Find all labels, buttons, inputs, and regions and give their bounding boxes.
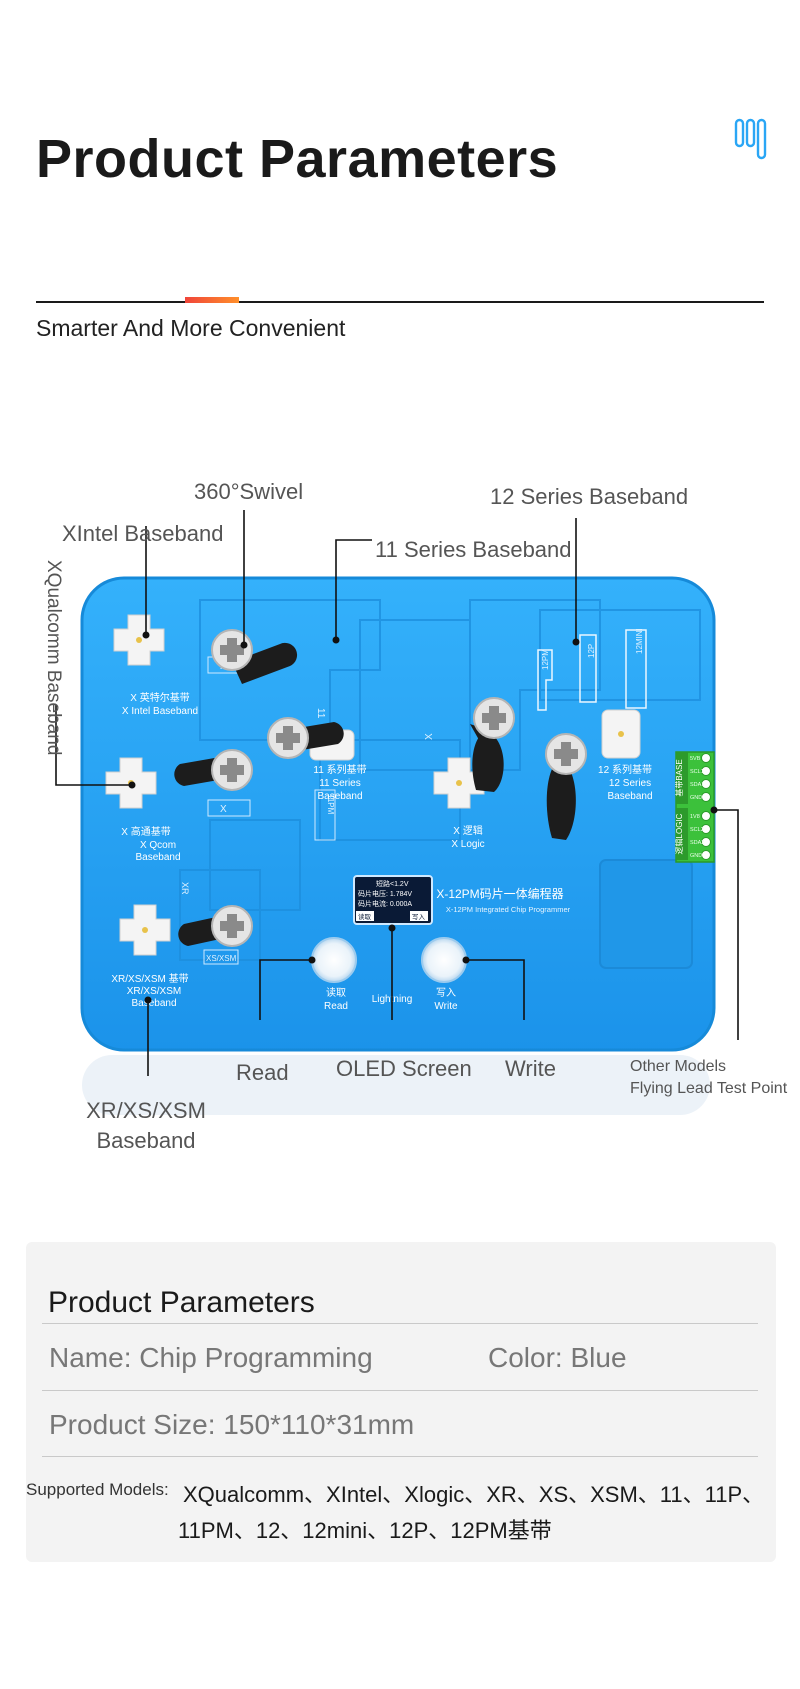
callout-read: Read	[236, 1060, 289, 1085]
oled-button-write: 写入	[412, 913, 426, 921]
board-label-12-cn: 12 系列基带	[598, 763, 652, 776]
connector-base-label: 基带BASE	[674, 759, 684, 796]
board-label-11-cn: 11 系列基带	[313, 763, 366, 776]
oled-line3: 码片电流: 0.000A	[358, 899, 412, 908]
callout-11-series-baseband: 11 Series Baseband	[375, 537, 572, 562]
board-label-xrxs-en2: Baseband	[131, 998, 176, 1009]
board-label-12-en: 12 Series	[609, 778, 651, 789]
board-label-xrxs-en: XR/XS/XSM	[127, 986, 181, 997]
pin-label: SDA2	[690, 840, 704, 846]
pin-label: 1V8	[690, 814, 700, 820]
pin-label: GND	[690, 853, 702, 859]
param-color: Color: Blue	[488, 1342, 627, 1373]
callout-other-models: Other Models Flying Lead Test Point	[630, 1056, 787, 1100]
param-models-label: Supported Models:	[26, 1480, 169, 1499]
board-write-cn: 写入	[436, 987, 456, 999]
callout-xintel-baseband: XIntel Baseband	[62, 521, 224, 546]
callout-write: Write	[505, 1056, 556, 1081]
board-label-xrxs-cn: XR/XS/XSM 基带	[111, 972, 188, 985]
pocket-label-12p: 12P	[587, 644, 596, 658]
pocket-label-x2: X	[220, 804, 227, 815]
board-read-button	[311, 937, 357, 983]
pin-label: GND	[690, 795, 702, 801]
pocket-label-12pm: 12PM	[541, 649, 550, 670]
board-label-11-en: 11 Series	[319, 778, 361, 789]
param-name: Name: Chip Programming	[49, 1342, 373, 1373]
callout-other-models-line2: Flying Lead Test Point	[630, 1080, 788, 1097]
parameters-divider	[42, 1390, 758, 1391]
board-label-x-qcom-cn: X 高通基带	[121, 825, 170, 838]
parameters-card	[26, 1242, 776, 1562]
callout-xqualcomm-baseband: XQualcomm Baseband	[43, 560, 64, 756]
callout-oled-screen: OLED Screen	[336, 1056, 472, 1081]
oled-line2: 码片电压: 1.784V	[358, 889, 412, 898]
board-brand-cn: X-12PM码片一体编程器	[436, 886, 563, 901]
oled-button-read: 读取	[358, 912, 372, 921]
board-label-x-intel-en: X Intel Baseband	[122, 706, 198, 717]
board-label-11-en2: Baseband	[317, 791, 362, 802]
pin-label: SCL2	[690, 827, 704, 833]
param-models-line1: XQualcomm、XIntel、Xlogic、XR、XS、XSM、11、11P…	[183, 1482, 765, 1507]
callout-12-series-baseband: 12 Series Baseband	[490, 484, 689, 509]
pocket-label-x3: X	[424, 733, 435, 740]
connector-logic-label: 逻辑LOGIC	[674, 813, 684, 854]
pocket-label-xsxsm: XS/XSM	[206, 954, 237, 963]
board-label-x-intel-cn: X 英特尔基带	[130, 691, 189, 704]
page-title: Product Parameters	[36, 129, 559, 189]
param-models-line2: 11PM、12、12mini、12P、12PM基带	[178, 1518, 552, 1543]
pin-label: SCL1	[690, 769, 704, 775]
pocket-label-11: 11	[315, 708, 326, 719]
callout-other-models-line1: Other Models	[630, 1058, 727, 1075]
page-subtitle: Smarter And More Convenient	[36, 315, 346, 341]
board-label-12-en2: Baseband	[607, 791, 652, 802]
parameters-divider	[42, 1456, 758, 1457]
param-size: Product Size: 150*110*31mm	[49, 1409, 415, 1440]
board-label-xlogic-cn: X 逻辑	[453, 824, 482, 837]
callout-xrxsxsm-baseband: XR/XS/XSM Baseband	[86, 1098, 206, 1154]
parameters-title: Product Parameters	[48, 1286, 315, 1319]
board-write-en: Write	[434, 1001, 458, 1012]
board-read-cn: 读取	[326, 986, 346, 999]
pocket-label-xr: XR	[180, 882, 190, 895]
pocket-label-11pm: 11PM	[326, 794, 335, 815]
divider-line	[36, 301, 764, 303]
programmer-board-illustration: 基带BASE 逻辑LOGIC 5VB SCL1 SDA1 GND 1V8 SCL…	[55, 510, 739, 1115]
board-label-x-qcom-en2: Baseband	[135, 852, 180, 863]
board-label-x-qcom-en: X Qcom	[140, 840, 176, 851]
pin-label: 5VB	[690, 756, 701, 762]
pocket-label-12mini: 12MINI	[635, 628, 644, 654]
oled-line1: 短路<1.2V	[376, 879, 409, 888]
board-read-en: Read	[324, 1001, 348, 1012]
board-label-xlogic-en: X Logic	[451, 839, 484, 850]
bars-decoration-icon	[734, 118, 767, 160]
board-brand-en: X-12PM Integrated Chip Programmer	[446, 905, 571, 914]
callout-360-swivel: 360°Swivel	[194, 479, 304, 504]
callout-xrxs-line2: Baseband	[96, 1128, 196, 1153]
parameters-divider	[42, 1323, 758, 1324]
callout-xrxs-line1: XR/XS/XSM	[86, 1098, 206, 1123]
board-write-button	[421, 937, 467, 983]
divider-accent	[185, 297, 239, 303]
pin-label: SDA1	[690, 782, 704, 788]
